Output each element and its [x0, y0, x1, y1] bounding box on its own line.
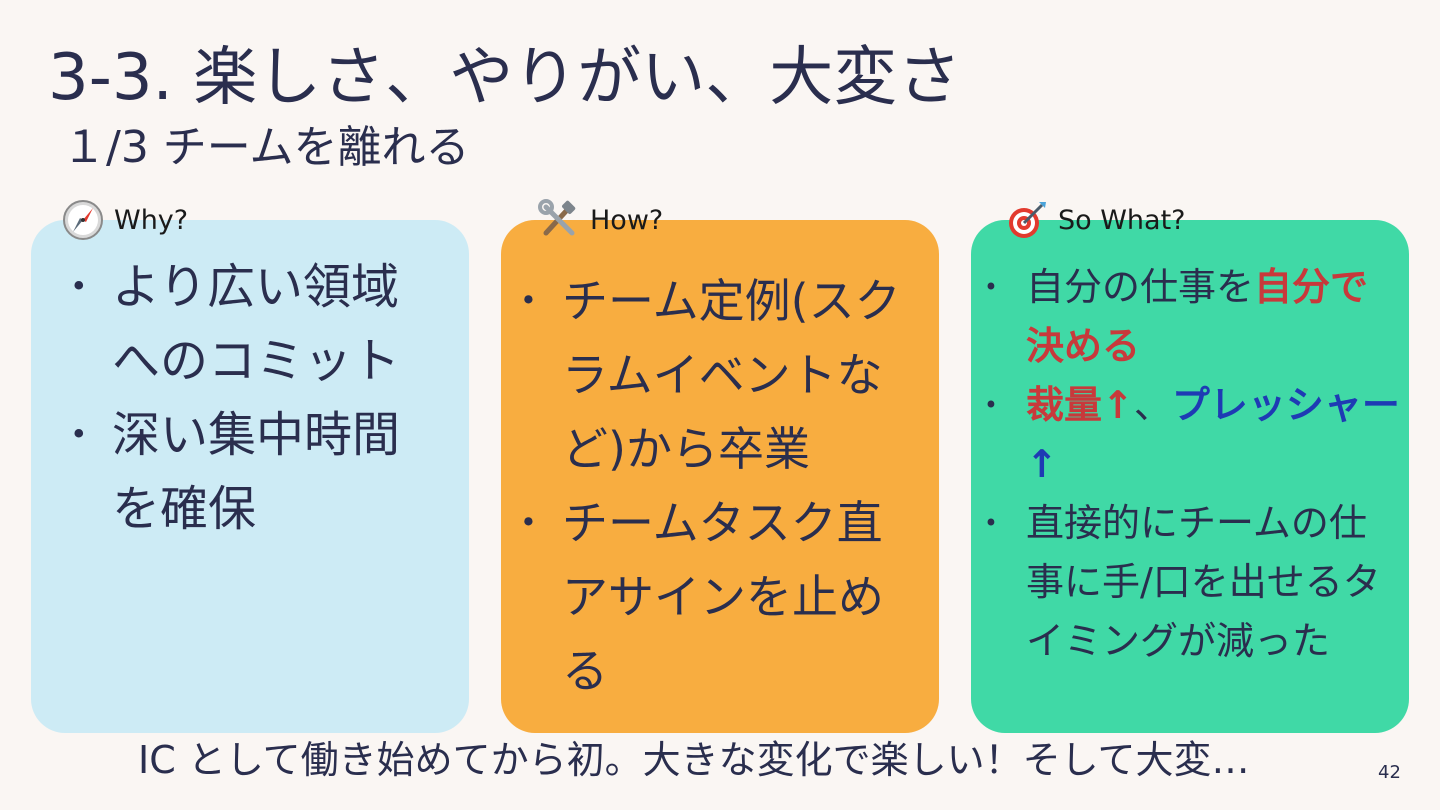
tools-icon: [538, 199, 580, 241]
list-item: 裁量↑、プレッシャー↑: [976, 376, 1401, 494]
how-heading-label: How?: [590, 204, 664, 236]
slide-subtitle: １/3 チームを離れる: [62, 122, 470, 173]
compass-icon: [62, 199, 104, 241]
separator-text: 、: [1133, 383, 1172, 427]
so-what-bullet-list: 自分の仕事を自分で決める 裁量↑、プレッシャー↑ 直接的にチームの仕事に手/口を…: [976, 258, 1401, 671]
list-item: より広い領域へのコミット: [62, 250, 432, 398]
bullet-text: 自分の仕事を: [1026, 265, 1255, 309]
emphasis-text: 自分で決める: [1026, 265, 1369, 368]
page-number: 42: [1378, 762, 1401, 783]
list-item: 直接的にチームの仕事に手/口を出せるタイミングが減った: [976, 494, 1401, 671]
why-heading: Why?: [62, 198, 188, 242]
why-heading-label: Why?: [114, 204, 189, 236]
target-icon: [1006, 199, 1048, 241]
so-what-heading: So What?: [1006, 198, 1186, 242]
slide-footer: IC として働き始めてから初。大きな変化で楽しい！そして大変…: [138, 738, 1250, 782]
list-item: 深い集中時間を確保: [62, 398, 432, 546]
why-bullet-list: より広い領域へのコミット 深い集中時間を確保: [62, 250, 432, 546]
how-bullet-list: チーム定例(スクラムイベントなど)から卒業 チームタスク直アサインを止める: [512, 264, 912, 708]
how-heading: How?: [538, 198, 663, 242]
so-what-heading-label: So What?: [1058, 204, 1186, 236]
emphasis-text: プレッシャー↑: [1026, 383, 1400, 486]
list-item: チーム定例(スクラムイベントなど)から卒業: [512, 264, 912, 486]
emphasis-text: 裁量↑: [1026, 383, 1134, 427]
list-item: チームタスク直アサインを止める: [512, 486, 912, 708]
list-item: 自分の仕事を自分で決める: [976, 258, 1401, 376]
slide-title: 3-3. 楽しさ、やりがい、大変さ: [48, 41, 962, 115]
